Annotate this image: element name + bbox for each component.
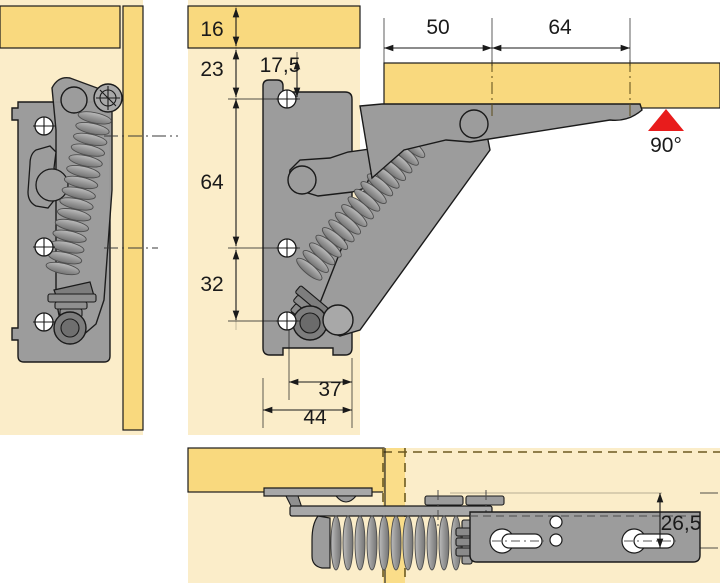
flap-board [383, 62, 720, 109]
plan-view-bottom [187, 447, 720, 583]
mounting-screw-bottom-left [33, 312, 55, 332]
mounting-screw-mid-left [33, 237, 55, 257]
dim-64-vertical-label: 64 [200, 171, 224, 194]
dim-50-label: 50 [426, 16, 449, 39]
mounting-screw-top-left [33, 116, 55, 136]
front-view-left [0, 0, 178, 435]
dim-64-horizontal-label: 64 [548, 16, 572, 39]
dim-26-5-label: 26,5 [661, 512, 702, 535]
lower-pivot-dark-inner-middle [299, 312, 321, 334]
dim-23-label: 23 [200, 58, 223, 81]
flap-arm-pivot [459, 109, 489, 139]
flap-mount-cap [263, 487, 373, 497]
dim-44-label: 44 [303, 406, 327, 429]
dim-17-5-label: 17,5 [260, 54, 301, 77]
top-board-middle [187, 5, 361, 49]
lower-pivot-light-middle [322, 304, 354, 336]
top-board-bottom [187, 447, 385, 493]
adjustment-screw-slot-left [99, 89, 117, 107]
flap-mount-boss [334, 495, 358, 503]
angle-callout-90-label: 90° [650, 134, 682, 157]
spring-bottom [311, 515, 462, 571]
link-pivot-hole-left [35, 168, 69, 202]
screw-hole-lower-bottom [549, 533, 563, 547]
keyhole-slot-right [621, 528, 676, 554]
hinge-pins-bottom [424, 490, 505, 530]
link-arm-pivot-middle [287, 165, 317, 195]
dimension-labels: 16 23 17,5 64 32 37 44 50 64 26,5 90° [200, 16, 701, 535]
spring-left [45, 111, 112, 276]
spring-middle [296, 135, 426, 281]
keyhole-slot-left [489, 528, 544, 554]
dim-16-label: 16 [200, 18, 223, 41]
dim-32-label: 32 [200, 273, 223, 296]
screw-hole-upper-bottom [549, 515, 563, 529]
pivot-hole-upper-left [60, 86, 88, 114]
flap-base-bar [289, 505, 493, 517]
lower-pivot-inner-left [60, 318, 80, 338]
dim-37-label: 37 [318, 378, 341, 401]
spring-end-bracket [311, 515, 331, 569]
door-board-left [122, 5, 144, 431]
open-position-view-top-right [359, 18, 720, 180]
red-triangle-marker [648, 109, 684, 131]
flap-support-arm [359, 103, 643, 180]
top-board-left [0, 5, 121, 49]
